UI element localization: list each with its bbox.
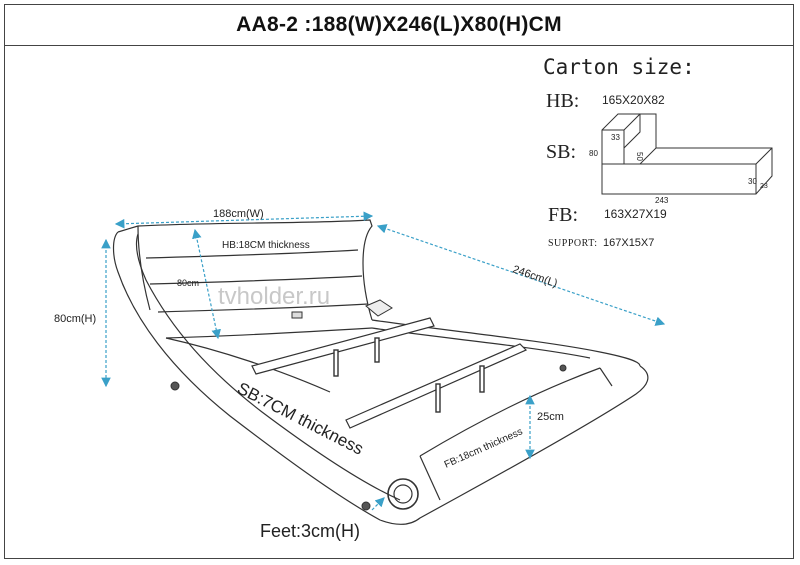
hb-inner-height-label: 80cm bbox=[177, 278, 199, 288]
fb-height-label: 25cm bbox=[537, 411, 564, 423]
carton-hb-value: 165X20X82 bbox=[602, 93, 665, 107]
speaker-icon bbox=[387, 478, 419, 510]
hb-thickness-label: HB:18CM thickness bbox=[222, 240, 310, 251]
carton-hb-label: HB: bbox=[546, 90, 579, 112]
support-legs bbox=[333, 337, 485, 413]
diagram-frame bbox=[4, 4, 794, 559]
carton-support-label: SUPPORT: bbox=[548, 238, 598, 249]
width-label: 188cm(W) bbox=[213, 208, 264, 220]
fittings bbox=[170, 299, 567, 511]
watermark: tvholder.ru bbox=[218, 283, 330, 310]
sb-dim-243: 243 bbox=[655, 196, 669, 205]
sb-dim-23: 23 bbox=[760, 183, 768, 190]
sb-carton-box bbox=[601, 113, 773, 195]
fb-thickness-label: FB:18cm thickness bbox=[443, 426, 525, 470]
carton-support-value: 167X15X7 bbox=[603, 237, 654, 249]
dimension-lines bbox=[101, 211, 666, 511]
carton-fb-value: 163X27X19 bbox=[604, 207, 667, 221]
length-label: 246cm(L) bbox=[511, 263, 559, 289]
height-label: 80cm(H) bbox=[54, 313, 96, 325]
carton-fb-label: FB: bbox=[548, 204, 578, 226]
page-title: AA8-2 :188(W)X246(L)X80(H)CM bbox=[236, 12, 562, 36]
carton-heading: Carton size: bbox=[543, 55, 695, 79]
sb-thickness-label: SB:7CM thickness bbox=[234, 379, 366, 459]
sb-dim-33: 33 bbox=[611, 133, 620, 142]
feet-label: Feet:3cm(H) bbox=[260, 521, 360, 541]
bed-outline bbox=[112, 219, 649, 525]
sb-dim-30: 30 bbox=[748, 177, 757, 186]
carton-sb-label: SB: bbox=[546, 141, 576, 163]
sb-dim-80: 80 bbox=[589, 149, 598, 158]
sb-dim-50: 50 bbox=[635, 152, 644, 161]
title-bar: AA8-2 :188(W)X246(L)X80(H)CM bbox=[4, 4, 794, 46]
